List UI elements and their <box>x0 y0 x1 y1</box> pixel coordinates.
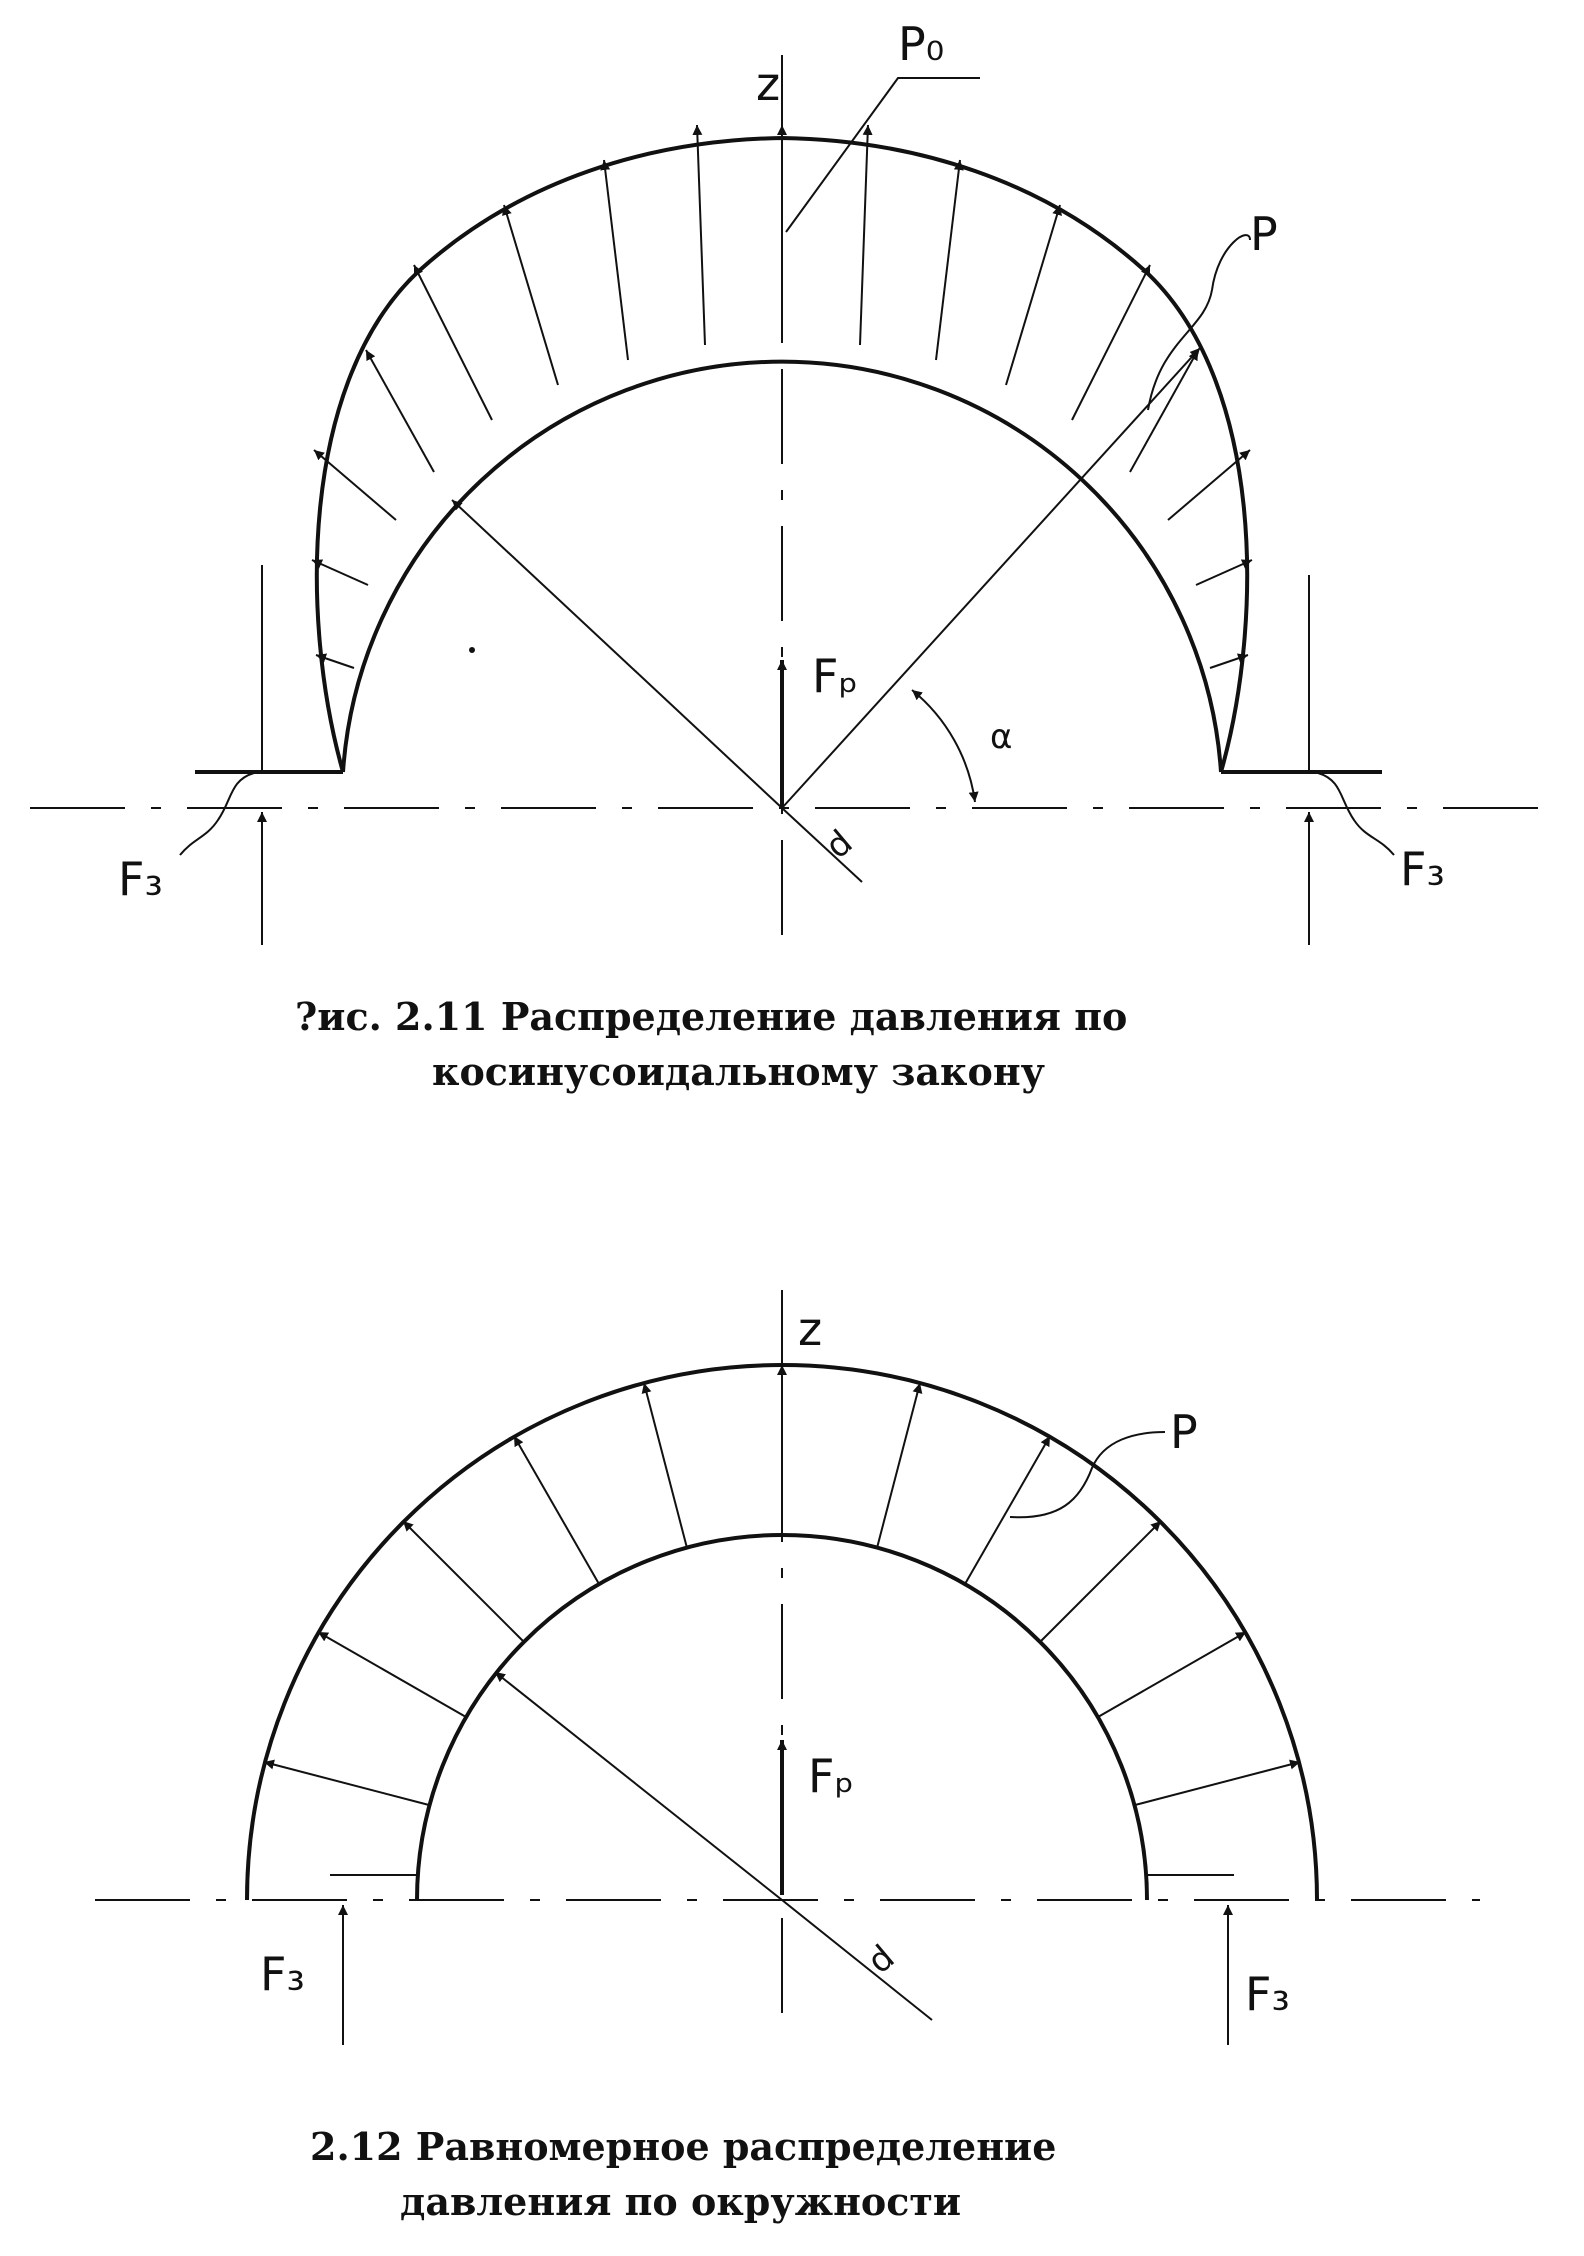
pressure-arrow <box>1209 653 1249 669</box>
radius-arrow-left <box>451 499 783 809</box>
pressure-arrow <box>1167 449 1251 521</box>
p-leader <box>1147 234 1251 411</box>
figure-1-caption-line2: косинусоидальному закону <box>432 1049 1045 1094</box>
pressure-arrows <box>311 124 1253 669</box>
pressure-arrow <box>502 204 559 386</box>
p-label: P <box>1170 1405 1198 1459</box>
pressure-arrow <box>1005 204 1062 386</box>
alpha-label: α <box>990 717 1012 757</box>
pressure-arrows <box>263 1365 1301 1806</box>
pressure-arrow <box>263 1759 430 1806</box>
pressure-arrow <box>513 1435 600 1585</box>
pressure-arrow <box>317 1631 467 1718</box>
diameter-line <box>781 1899 933 2021</box>
diameter-label: d <box>860 1937 902 1982</box>
diameter-label: d <box>818 822 860 867</box>
pressure-arrow <box>1129 349 1199 473</box>
pressure-arrow <box>859 124 873 346</box>
pressure-arrow <box>1134 1759 1301 1806</box>
pressure-arrow <box>402 1520 525 1643</box>
z-axis-label: z <box>756 57 780 111</box>
f3-left-label: F₃ <box>260 1947 305 2001</box>
pressure-arrow <box>1039 1520 1162 1643</box>
force-fp-label: Fₚ <box>812 649 858 703</box>
p-label: P <box>1250 207 1278 261</box>
pressure-arrow <box>1097 1631 1247 1718</box>
pressure-arrow <box>365 349 435 473</box>
diameter-line <box>781 807 863 883</box>
pressure-arrow <box>964 1435 1051 1585</box>
pressure-arrow <box>641 1382 688 1549</box>
pressure-arrow <box>313 449 397 521</box>
f3-right-label: F₃ <box>1400 842 1445 896</box>
pressure-arrow <box>1071 264 1151 421</box>
inner-arc <box>341 359 1223 773</box>
figure-uniform-distribution: z d Fₚ P <box>95 1290 1480 2224</box>
f3-left-label: F₃ <box>118 852 163 906</box>
pressure-arrow <box>876 1382 923 1549</box>
pressure-arrow <box>315 653 355 669</box>
f3-left-leader <box>179 772 255 856</box>
pressure-arrow <box>1195 559 1253 586</box>
f3-right-leader <box>1317 772 1395 856</box>
figure-2-caption-line1: 2.12 Равномерное распределение <box>310 2124 1056 2169</box>
f3-right-label: F₃ <box>1245 1967 1290 2021</box>
p0-label: P₀ <box>898 17 944 71</box>
pressure-arrow <box>311 559 369 586</box>
figure-1-caption-line1: ?ис. 2.11 Распределение давления по <box>295 994 1127 1039</box>
figure-2-caption-line2: давления по окружности <box>400 2179 961 2224</box>
alpha-angle-arc <box>911 689 979 803</box>
p-leader <box>1009 1431 1166 1519</box>
radius-line-right <box>781 347 1201 809</box>
pressure-arrow <box>413 264 493 421</box>
z-axis-label: z <box>798 1302 822 1356</box>
force-fp-label: Fₚ <box>808 1749 854 1803</box>
p0-leader <box>785 77 980 233</box>
pressure-arrow <box>935 159 964 361</box>
pressure-arrow <box>692 124 706 346</box>
pressure-arrow <box>600 159 629 361</box>
figure-cosine-distribution: z <box>30 17 1560 1094</box>
radius-arrow-left <box>494 1671 783 1901</box>
stray-dot <box>469 647 475 653</box>
